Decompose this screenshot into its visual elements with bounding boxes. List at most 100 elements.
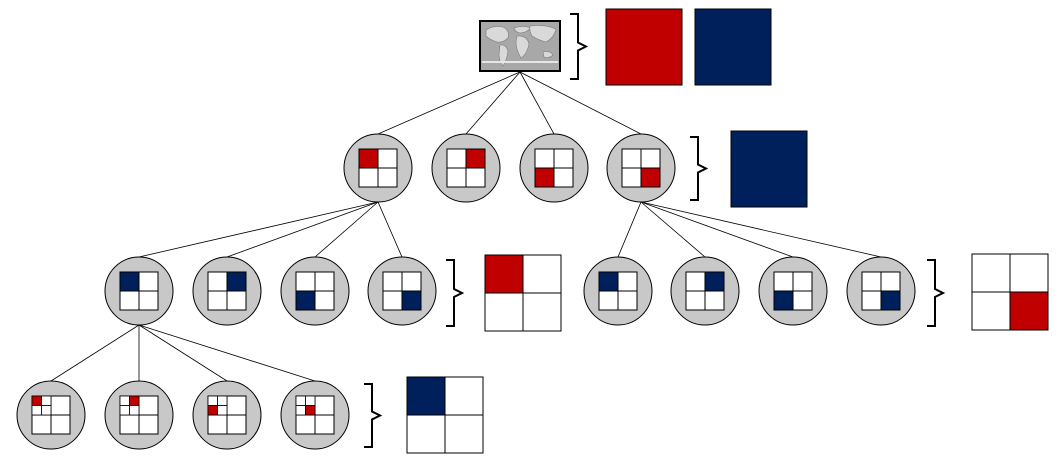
- tree-level-level2-right: [583, 256, 916, 326]
- node-grid: [295, 271, 335, 311]
- grid-cell: [971, 291, 1011, 331]
- map-landmass: [485, 26, 509, 43]
- node-grid: [119, 395, 159, 435]
- grid-cell-highlighted: [401, 290, 422, 311]
- subgrid-cell-highlighted: [129, 395, 140, 406]
- map-landmass: [498, 44, 509, 67]
- connector-line: [226, 201, 379, 258]
- grid-cell-highlighted: [704, 271, 725, 292]
- subgrid-cell: [41, 405, 52, 416]
- tree-node: [431, 133, 501, 203]
- subgrid-cell: [31, 405, 42, 416]
- node-grid: [31, 395, 71, 435]
- connector-line: [465, 71, 521, 135]
- grid-cell: [685, 271, 706, 292]
- tree-node: [280, 256, 350, 326]
- grid-cell: [314, 290, 335, 311]
- subgrid-cell: [295, 395, 306, 406]
- grid-cell: [314, 271, 335, 292]
- node-grid: [773, 271, 813, 311]
- grid-cell: [685, 290, 706, 311]
- connector-line: [640, 201, 882, 258]
- legend-root: [570, 8, 772, 86]
- grid-cell: [621, 148, 642, 169]
- legend-grid: [971, 253, 1049, 331]
- brace-bracket: [927, 259, 946, 327]
- connector-line: [617, 201, 642, 258]
- subgrid-cell: [217, 395, 228, 406]
- connector-line: [314, 201, 379, 258]
- subgrid-cell: [295, 405, 306, 416]
- grid-cell-highlighted: [1009, 291, 1049, 331]
- subgrid-cell-highlighted: [305, 405, 316, 416]
- connector-line: [640, 201, 794, 258]
- grid-cell: [444, 376, 484, 416]
- brace-bracket: [446, 259, 465, 327]
- grid-cell: [444, 414, 484, 454]
- grid-cell: [522, 292, 562, 332]
- grid-cell-highlighted: [358, 148, 379, 169]
- tree-node: [192, 256, 262, 326]
- brace-bracket: [570, 13, 589, 80]
- grid-cell: [406, 414, 446, 454]
- tree-node: [280, 380, 350, 450]
- grid-cell-highlighted: [534, 167, 555, 188]
- grid-cell: [358, 167, 379, 188]
- subgrid-cell: [129, 405, 140, 416]
- tree-node: [104, 380, 174, 450]
- grid-cell: [773, 271, 794, 292]
- connector-line: [138, 324, 316, 382]
- subgrid-cell-highlighted: [31, 395, 42, 406]
- connector-line: [50, 324, 140, 382]
- grid-cell: [207, 271, 228, 292]
- connector-line: [640, 201, 706, 258]
- grid-cell-highlighted: [119, 271, 140, 292]
- tree-level-level3: [16, 380, 350, 450]
- legend-level2-right: [927, 253, 1049, 331]
- grid-cell: [704, 290, 725, 311]
- tree-node: [367, 256, 437, 326]
- grid-cell: [382, 271, 403, 292]
- tree-node: [606, 133, 676, 203]
- grid-cell-highlighted: [484, 254, 524, 294]
- grid-cell: [138, 271, 159, 292]
- node-grid: [119, 271, 159, 311]
- brace-bracket: [690, 136, 709, 201]
- tree-level-level2-left: [104, 256, 437, 326]
- connector-line: [519, 71, 555, 135]
- subgrid-cell: [305, 395, 316, 406]
- subgrid-cell: [119, 395, 130, 406]
- grid-cell: [226, 290, 247, 311]
- legend-level2-left: [446, 254, 562, 332]
- tree-level-level1: [343, 133, 676, 203]
- subgrid-cell-highlighted: [207, 405, 218, 416]
- grid-cell: [119, 290, 140, 311]
- subgrid-cell: [207, 395, 218, 406]
- grid-cell-highlighted: [226, 271, 247, 292]
- grid-cell-highlighted: [880, 290, 901, 311]
- grid-cell: [207, 290, 228, 311]
- grid-cell-highlighted: [773, 290, 794, 311]
- grid-cell: [382, 290, 403, 311]
- grid-cell: [295, 271, 316, 292]
- grid-cell-highlighted: [295, 290, 316, 311]
- grid-cell: [401, 271, 422, 292]
- legend-level1: [690, 130, 808, 208]
- tree-node: [519, 133, 589, 203]
- grid-cell: [522, 254, 562, 294]
- grid-cell: [861, 290, 882, 311]
- subgrid-cell: [41, 395, 52, 406]
- tree-node: [583, 256, 653, 326]
- connector-line: [138, 324, 228, 382]
- grid-cell: [971, 253, 1011, 293]
- legend-grid: [406, 376, 484, 454]
- grid-cell: [1009, 253, 1049, 293]
- tree-node: [343, 133, 413, 203]
- subgrid-cell: [217, 405, 228, 416]
- connector-line: [519, 71, 642, 135]
- tree-node: [846, 256, 916, 326]
- grid-cell: [617, 290, 638, 311]
- brace-bracket: [364, 383, 383, 448]
- node-grid: [382, 271, 422, 311]
